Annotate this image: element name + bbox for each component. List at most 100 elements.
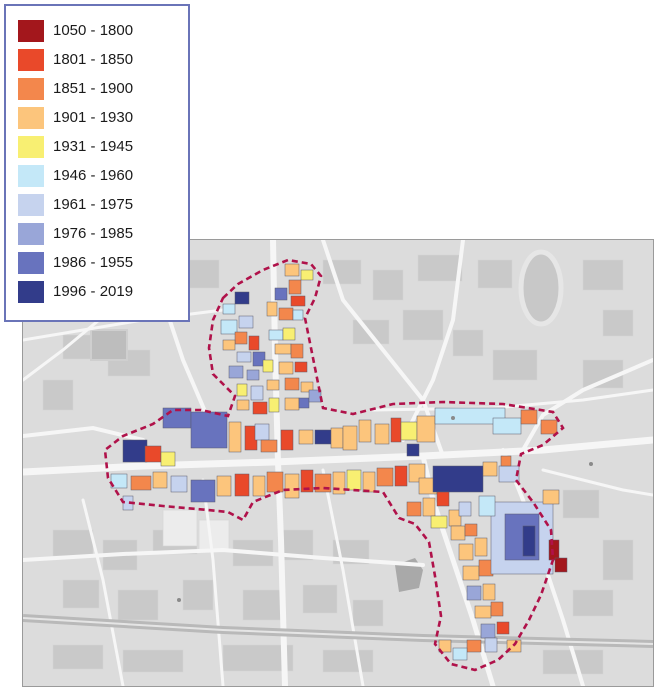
building <box>290 295 306 307</box>
building <box>274 287 288 301</box>
building <box>160 451 176 467</box>
building <box>250 385 264 401</box>
building <box>482 583 496 601</box>
building <box>346 469 362 491</box>
legend-swatch <box>18 77 44 100</box>
building <box>282 327 296 341</box>
legend-item: 1946 - 1960 <box>18 161 188 190</box>
building <box>190 479 216 503</box>
building <box>252 475 266 497</box>
legend-item: 1801 - 1850 <box>18 45 188 74</box>
building <box>540 419 558 435</box>
building <box>332 471 346 495</box>
building <box>308 389 322 403</box>
building <box>268 397 280 413</box>
building <box>262 359 274 373</box>
building <box>254 423 270 441</box>
building <box>492 417 522 435</box>
legend-swatch <box>18 106 44 129</box>
building <box>278 307 294 321</box>
building <box>406 501 422 517</box>
legend-label: 1050 - 1800 <box>53 22 134 39</box>
map-legend: 1050 - 1800 1801 - 1850 1851 - 1900 1901 - … <box>4 4 190 322</box>
building <box>236 383 248 397</box>
building <box>284 377 300 391</box>
legend-label: 1851 - 1900 <box>53 80 134 97</box>
building <box>234 473 250 497</box>
building <box>284 473 300 499</box>
legend-label: 1901 - 1930 <box>53 109 134 126</box>
building <box>278 361 294 375</box>
building <box>298 429 314 445</box>
building <box>342 425 358 451</box>
legend-label: 1986 - 1955 <box>53 254 134 271</box>
building <box>300 381 314 393</box>
building <box>236 351 252 363</box>
building <box>238 315 254 329</box>
legend-label: 1996 - 2019 <box>53 283 134 300</box>
building <box>252 351 266 367</box>
building <box>554 557 568 573</box>
building <box>248 335 260 351</box>
building <box>130 475 152 491</box>
legend-swatch <box>18 19 44 42</box>
building <box>436 491 450 507</box>
legend-item: 1851 - 1900 <box>18 74 188 103</box>
building <box>292 309 304 321</box>
building <box>170 475 188 493</box>
building <box>122 439 148 463</box>
building <box>110 473 128 489</box>
building <box>374 423 390 445</box>
building <box>234 331 248 345</box>
building <box>362 471 376 493</box>
legend-item: 1931 - 1945 <box>18 132 188 161</box>
building <box>266 471 284 493</box>
building <box>222 303 236 315</box>
building <box>406 443 420 457</box>
building <box>298 397 310 409</box>
building <box>462 565 480 581</box>
building <box>482 461 498 477</box>
building <box>228 421 242 453</box>
building <box>222 339 236 351</box>
building <box>266 379 280 391</box>
building <box>190 411 228 449</box>
building <box>358 419 372 443</box>
legend-swatch <box>18 251 44 274</box>
legend-label: 1931 - 1945 <box>53 138 134 155</box>
building <box>266 301 278 317</box>
building <box>246 369 260 381</box>
legend-swatch <box>18 48 44 71</box>
building <box>434 407 506 425</box>
building <box>450 525 466 541</box>
legend-item: 1976 - 1985 <box>18 219 188 248</box>
building <box>496 621 510 635</box>
building <box>260 439 278 453</box>
building <box>376 467 394 487</box>
study-area-boundary <box>103 258 565 672</box>
building <box>430 515 448 529</box>
building <box>228 365 244 379</box>
building <box>458 543 474 561</box>
building <box>234 291 250 305</box>
building <box>288 279 302 295</box>
building <box>422 497 436 517</box>
building <box>520 409 538 425</box>
stadium-track <box>518 249 564 327</box>
building <box>464 523 478 537</box>
legend-swatch <box>18 193 44 216</box>
building <box>216 475 232 497</box>
building <box>408 463 426 483</box>
building <box>394 465 408 487</box>
building <box>390 417 402 443</box>
railway <box>23 614 653 648</box>
building <box>452 647 468 661</box>
map-point-markers <box>177 416 593 602</box>
building <box>314 429 332 445</box>
legend-item: 1050 - 1800 <box>18 16 188 45</box>
building <box>466 639 482 653</box>
building <box>144 445 162 463</box>
building <box>274 343 292 355</box>
legend-item: 1986 - 1955 <box>18 248 188 277</box>
building <box>152 471 168 489</box>
